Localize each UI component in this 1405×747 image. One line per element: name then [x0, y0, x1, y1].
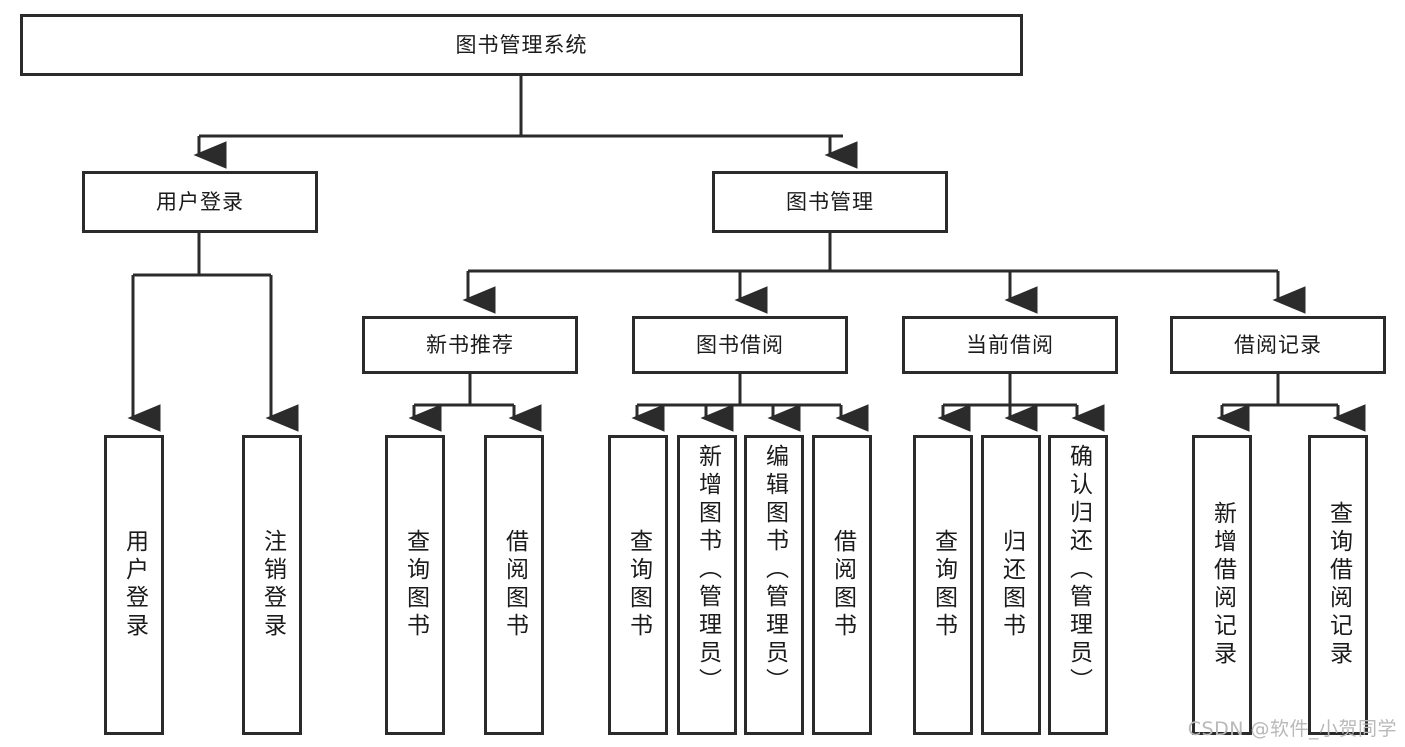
watermark: CSDN @软件_小贺同学: [1187, 718, 1397, 740]
leaf-add-borrow-record[interactable]: 新增借阅记录: [1192, 435, 1252, 735]
node-label: 归还图书: [998, 529, 1025, 641]
leaf-return-book[interactable]: 归还图书: [981, 435, 1041, 735]
leaf-borrow-book-recommend[interactable]: 借阅图书: [484, 435, 544, 735]
node-label: 借阅图书: [829, 529, 856, 641]
node-new-book-recommend[interactable]: 新书推荐: [362, 316, 578, 374]
leaf-confirm-return-admin[interactable]: 确认归还（管理员）: [1048, 435, 1108, 735]
node-current-borrow[interactable]: 当前借阅: [902, 316, 1118, 374]
leaf-user-login[interactable]: 用户登录: [104, 435, 164, 735]
node-label: 用户登录: [156, 189, 244, 214]
node-label: 确认归还（管理员）: [1065, 444, 1092, 696]
node-book-management[interactable]: 图书管理: [712, 171, 948, 233]
node-label: 注销登录: [259, 529, 286, 641]
leaf-query-book-borrow[interactable]: 查询图书: [608, 435, 668, 735]
node-label: 查询图书: [625, 529, 652, 641]
node-label: 新增图书（管理员）: [694, 444, 721, 696]
node-label: 图书管理: [786, 189, 874, 214]
node-label: 查询图书: [402, 529, 429, 641]
leaf-logout-login[interactable]: 注销登录: [242, 435, 302, 735]
node-label: 图书借阅: [696, 332, 784, 357]
node-label: 查询图书: [930, 529, 957, 641]
node-book-borrow[interactable]: 图书借阅: [632, 316, 848, 374]
node-root-book-management-system[interactable]: 图书管理系统: [20, 14, 1023, 76]
node-label: 当前借阅: [966, 332, 1054, 357]
node-label: 借阅记录: [1234, 332, 1322, 357]
leaf-query-book-current[interactable]: 查询图书: [913, 435, 973, 735]
node-user-login[interactable]: 用户登录: [82, 171, 318, 233]
node-label: 新增借阅记录: [1209, 501, 1236, 669]
leaf-query-borrow-record[interactable]: 查询借阅记录: [1308, 435, 1368, 735]
node-label: 编辑图书（管理员）: [761, 444, 788, 696]
leaf-add-book-admin[interactable]: 新增图书（管理员）: [677, 435, 737, 735]
leaf-edit-book-admin[interactable]: 编辑图书（管理员）: [744, 435, 804, 735]
node-label: 新书推荐: [426, 332, 514, 357]
leaf-query-book-recommend[interactable]: 查询图书: [385, 435, 445, 735]
node-label: 用户登录: [121, 529, 148, 641]
node-borrow-records[interactable]: 借阅记录: [1170, 316, 1386, 374]
node-label: 图书管理系统: [455, 32, 588, 57]
node-label: 查询借阅记录: [1325, 501, 1352, 669]
leaf-borrow-book[interactable]: 借阅图书: [812, 435, 872, 735]
node-label: 借阅图书: [501, 529, 528, 641]
